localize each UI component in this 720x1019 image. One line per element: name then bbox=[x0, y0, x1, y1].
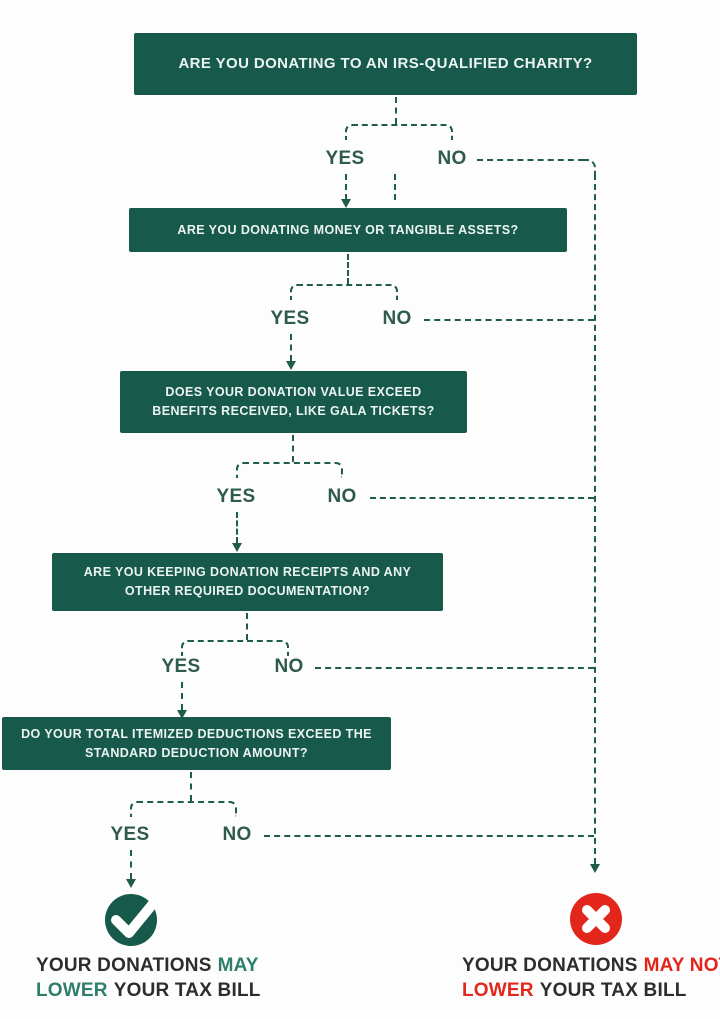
yes-label-2: YES bbox=[270, 308, 310, 329]
flow-stem-4 bbox=[246, 613, 248, 640]
no-label-2: NO bbox=[382, 308, 412, 329]
yes-label-1: YES bbox=[325, 148, 365, 169]
flow-stem-1 bbox=[395, 97, 397, 124]
yes-arrowhead-1 bbox=[341, 199, 351, 208]
branch-bracket-1 bbox=[345, 124, 453, 140]
no-line-1 bbox=[477, 159, 584, 161]
flow-stem-3 bbox=[292, 435, 294, 462]
branch-bracket-4 bbox=[181, 640, 289, 656]
no-trunk-line bbox=[594, 174, 596, 864]
no-line-2 bbox=[424, 319, 594, 321]
yes-label-3: YES bbox=[216, 486, 256, 507]
outcome-positive-line2-accent: LOWER bbox=[36, 980, 108, 1001]
yes-arrow-line-1 bbox=[394, 174, 396, 200]
outcome-positive-line1-prefix: YOUR DONATIONS bbox=[36, 955, 212, 976]
yes-line-1 bbox=[345, 174, 347, 200]
yes-arrowhead-2 bbox=[286, 361, 296, 370]
flow-stem-2 bbox=[347, 254, 349, 284]
question-box-itemized-deductions: DO YOUR TOTAL ITEMIZED DEDUCTIONS EXCEED… bbox=[2, 717, 391, 770]
yes-arrowhead-3 bbox=[232, 543, 242, 552]
branch-bracket-3 bbox=[236, 462, 343, 478]
cross-icon bbox=[568, 891, 624, 952]
flow-stem-5 bbox=[190, 772, 192, 801]
no-label-1: NO bbox=[437, 148, 467, 169]
yes-label-5: YES bbox=[110, 824, 150, 845]
outcome-negative-line2-accent: LOWER bbox=[462, 980, 534, 1001]
yes-line-4 bbox=[181, 682, 183, 710]
outcome-negative-line1-prefix: YOUR DONATIONS bbox=[462, 955, 638, 976]
yes-label-4: YES bbox=[161, 656, 201, 677]
outcome-negative-line2-suffix: YOUR TAX BILL bbox=[539, 980, 687, 1001]
no-label-4: NO bbox=[274, 656, 304, 677]
question-box-irs-qualified: ARE YOU DONATING TO AN IRS-QUALIFIED CHA… bbox=[134, 33, 637, 95]
no-line-4 bbox=[315, 667, 594, 669]
question-box-value-exceeds-benefits: DOES YOUR DONATION VALUE EXCEED BENEFITS… bbox=[120, 371, 467, 433]
outcome-negative-line1-accent: MAY NOT bbox=[643, 955, 720, 976]
no-label-5: NO bbox=[222, 824, 252, 845]
no-trunk-arrowhead bbox=[590, 864, 600, 873]
branch-bracket-2 bbox=[290, 284, 398, 300]
yes-line-5 bbox=[130, 850, 132, 879]
yes-arrowhead-5 bbox=[126, 879, 136, 888]
branch-bracket-5 bbox=[130, 801, 237, 817]
yes-arrowhead-4 bbox=[177, 710, 187, 719]
outcome-positive-line2-suffix: YOUR TAX BILL bbox=[113, 980, 261, 1001]
yes-line-3 bbox=[236, 512, 238, 543]
no-line-1-corner bbox=[583, 159, 596, 174]
check-icon bbox=[102, 889, 164, 954]
no-line-5 bbox=[264, 835, 594, 837]
yes-line-2 bbox=[290, 334, 292, 361]
question-box-keeping-receipts: ARE YOU KEEPING DONATION RECEIPTS AND AN… bbox=[52, 553, 443, 611]
no-line-3 bbox=[370, 497, 594, 499]
no-label-3: NO bbox=[327, 486, 357, 507]
question-box-money-or-assets: ARE YOU DONATING MONEY OR TANGIBLE ASSET… bbox=[129, 208, 567, 252]
outcome-positive-line1-accent: MAY bbox=[217, 955, 259, 976]
